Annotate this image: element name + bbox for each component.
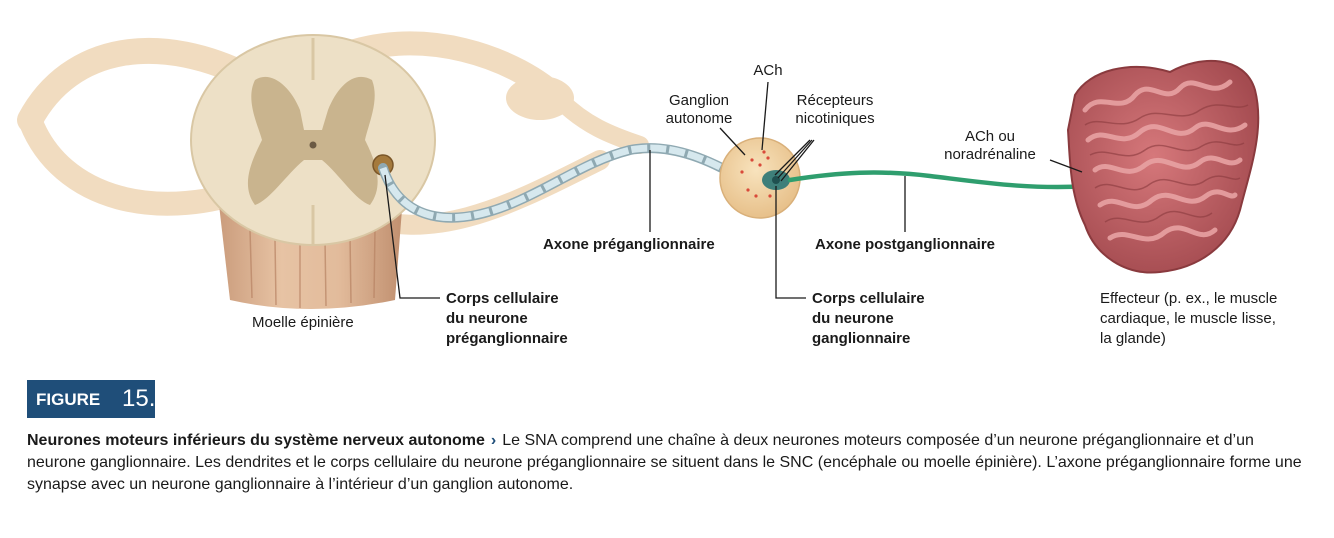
label-cell-pre-line2: du neurone bbox=[446, 310, 528, 327]
label-ach: ACh bbox=[753, 62, 783, 79]
label-axon-preganglionic: Axone préganglionnaire bbox=[543, 236, 715, 253]
caption-body: Le SNA comprend une chaîne à deux neuron… bbox=[27, 432, 1302, 493]
leader-ach bbox=[761, 81, 769, 151]
label-effector-line2: cardiaque, le muscle lisse, bbox=[1100, 310, 1276, 327]
preganglionic-axon bbox=[378, 143, 745, 223]
label-ganglion-line2: autonome bbox=[665, 110, 733, 127]
label-effector-line1: Effecteur (p. ex., le muscle bbox=[1100, 290, 1278, 307]
spinal-cord bbox=[190, 34, 436, 309]
autonomic-ganglion bbox=[719, 137, 801, 219]
effector-intestine bbox=[1066, 60, 1260, 274]
label-ganglion-line1: Ganglion bbox=[668, 92, 730, 109]
leader-lines bbox=[384, 81, 1083, 299]
label-effector-line3: la glande) bbox=[1100, 330, 1166, 347]
label-cell-pre-line1: Corps cellulaire bbox=[446, 290, 559, 307]
autonomic-neuron-illustration bbox=[17, 31, 1260, 309]
leader-ganglion bbox=[719, 127, 746, 156]
figure-word: FIGURE bbox=[36, 390, 101, 409]
leader-receptors bbox=[774, 139, 815, 182]
leader-cell-ganglion bbox=[775, 186, 806, 299]
label-cell-ganglion-line3: ganglionnaire bbox=[812, 330, 911, 347]
label-receptors-line1: Récepteurs bbox=[796, 92, 874, 109]
leader-ach-nora bbox=[1049, 159, 1083, 173]
caption-separator: › bbox=[490, 432, 497, 449]
figure-number: 15.3 bbox=[122, 385, 169, 412]
label-axon-postganglionic: Axone postganglionnaire bbox=[815, 236, 996, 253]
label-cell-pre-line3: préganglionnaire bbox=[446, 330, 568, 347]
leader-cell-pre bbox=[384, 174, 440, 299]
label-ach-or-line1: ACh ou bbox=[964, 128, 1016, 145]
caption-title: Neurones moteurs inférieurs du système n… bbox=[27, 432, 485, 449]
figure-badge: FIGURE 15.3 bbox=[27, 380, 169, 418]
postganglionic-axon bbox=[787, 170, 1106, 198]
figure-caption: Neurones moteurs inférieurs du système n… bbox=[27, 430, 1317, 496]
label-receptors-line2: nicotiniques bbox=[795, 110, 875, 127]
label-cell-ganglion-line1: Corps cellulaire bbox=[812, 290, 925, 307]
label-cell-ganglion-line2: du neurone bbox=[812, 310, 894, 327]
label-ach-or-line2: noradrénaline bbox=[944, 146, 1036, 163]
label-spinal-cord: Moelle épinière bbox=[252, 314, 354, 331]
